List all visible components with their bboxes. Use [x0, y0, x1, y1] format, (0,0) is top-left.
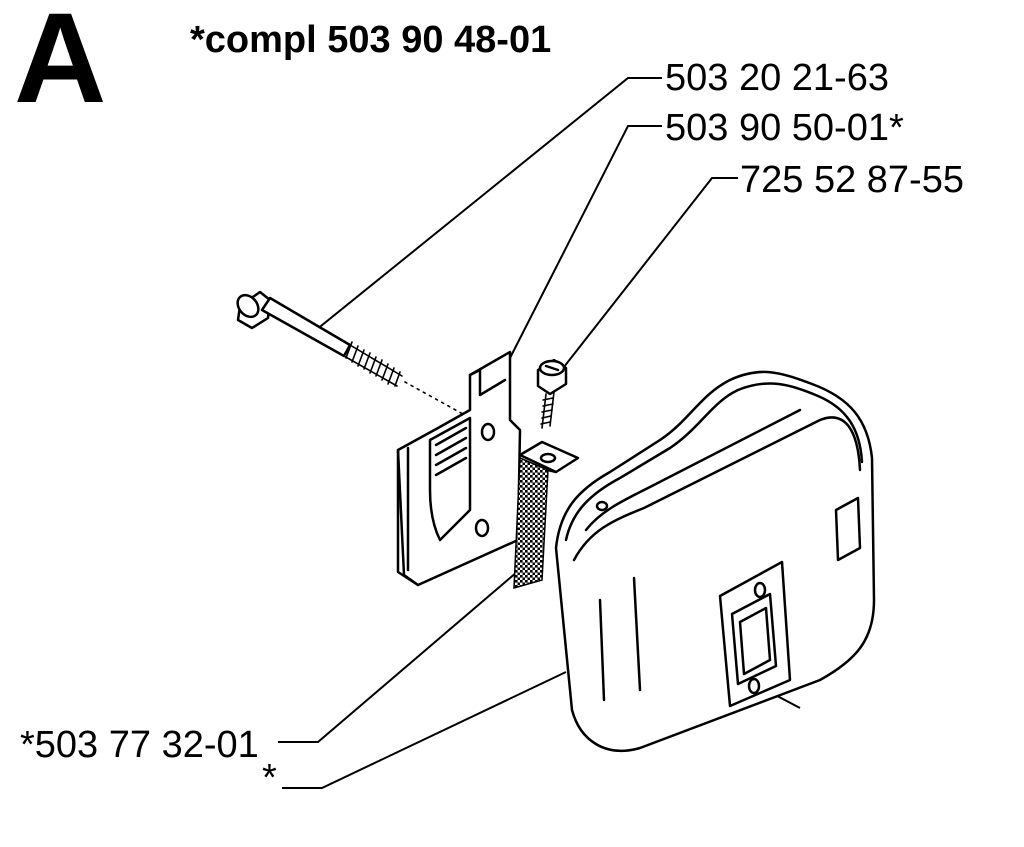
leader-screen [278, 565, 525, 743]
callout-bolt-label: 503 20 21-63 [665, 57, 889, 99]
screw [536, 358, 568, 429]
bolt [236, 290, 471, 419]
callout-screw-label: 725 52 87-55 [740, 159, 964, 201]
mounting-bracket [396, 350, 522, 587]
section-letter: A [14, 0, 106, 130]
spark-arrestor-screen [513, 440, 580, 590]
leader-bracket [509, 125, 662, 359]
diagram-title: *compl 503 90 48-01 [190, 19, 551, 61]
leader-screw [559, 177, 738, 373]
muffler [554, 370, 876, 753]
callout-muffler-label: * [262, 757, 277, 799]
leader-bolt [315, 77, 662, 331]
callout-screen-label: *503 77 32-01 [20, 724, 259, 766]
callout-bracket-label: 503 90 50-01* [665, 107, 904, 149]
leader-muffler [282, 671, 567, 789]
